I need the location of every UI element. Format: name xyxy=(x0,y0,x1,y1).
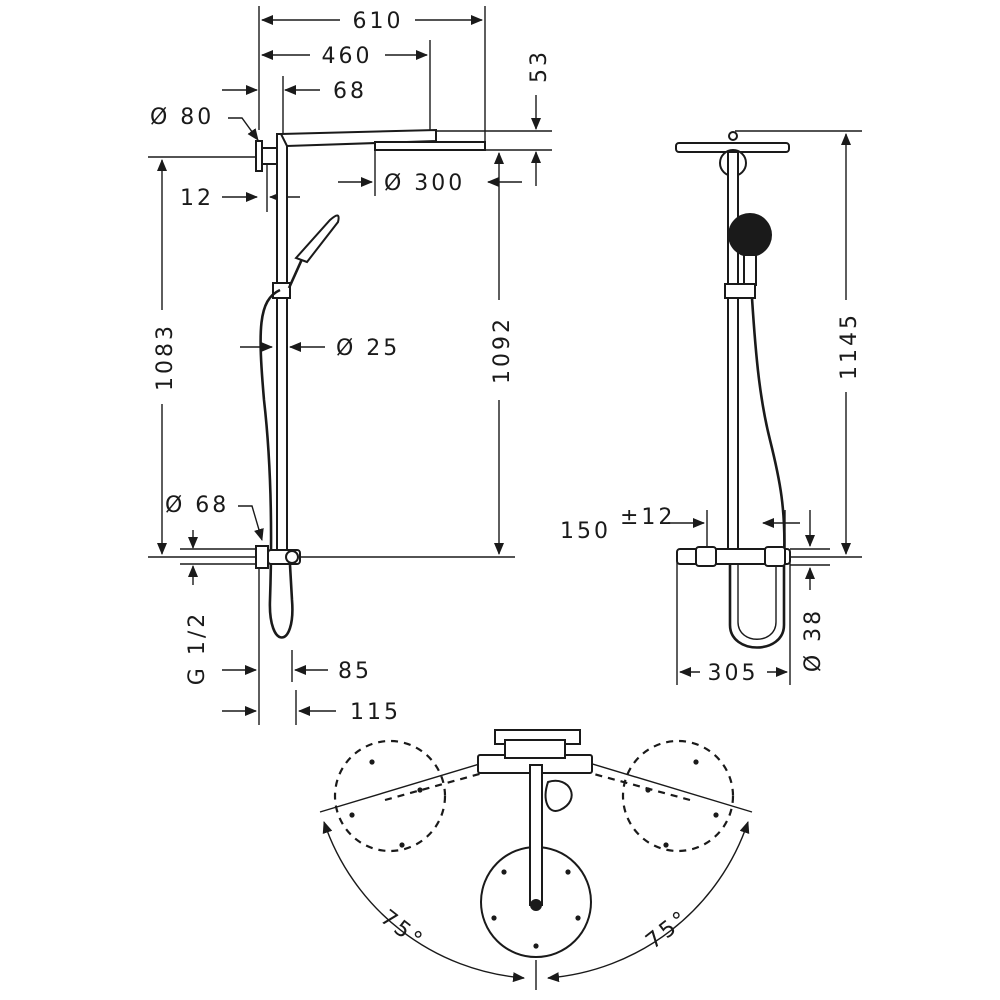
nozzle-dot xyxy=(501,869,507,875)
wall-flange-bottom xyxy=(255,545,269,569)
dim-label-85: 85 xyxy=(338,659,372,684)
overhead-shower-head xyxy=(374,141,486,151)
nozzle-dot xyxy=(369,759,375,765)
nozzle-dot xyxy=(565,869,571,875)
hand-shower-head xyxy=(294,214,340,264)
dim-label-dia-68: Ø 68 xyxy=(165,493,229,518)
dim-label-115: 115 xyxy=(350,700,401,725)
nozzle-dot xyxy=(693,759,699,765)
dim-label-g12: G 1/2 xyxy=(185,611,210,685)
dim-label-dia-300: Ø 300 xyxy=(384,171,465,196)
hose-loop-inner xyxy=(737,564,777,640)
dim-label-1083: 1083 xyxy=(153,323,178,391)
shower-head-position-right xyxy=(621,739,735,853)
shower-head-position-left xyxy=(333,739,447,853)
head-arm-top xyxy=(529,764,543,906)
dim-label-dia-38: Ø 38 xyxy=(801,608,826,672)
mixer-knob xyxy=(285,550,299,564)
dim-label-68: 68 xyxy=(333,79,367,104)
dim-label-610: 610 xyxy=(353,9,404,34)
top-view: 75° 75° xyxy=(319,729,753,990)
nozzle-dot xyxy=(417,787,423,793)
nozzle-dot xyxy=(399,842,405,848)
hand-shower-head xyxy=(728,213,772,257)
shower-hose xyxy=(750,297,786,561)
nozzle-dot xyxy=(645,787,651,793)
nozzle-dot xyxy=(533,943,539,949)
nozzle-dot xyxy=(575,915,581,921)
side-view: 610 460 68 53 Ø 80 12 Ø 300 1083 10 xyxy=(148,6,552,725)
angle-label-right: 75° xyxy=(641,905,694,954)
dim-label-dia-80: Ø 80 xyxy=(150,105,214,130)
dim-label-1145: 1145 xyxy=(837,312,862,380)
shower-hose xyxy=(259,288,294,639)
nozzle-dot xyxy=(713,812,719,818)
dim-label-305: 305 xyxy=(708,661,759,686)
dim-label-53: 53 xyxy=(527,49,552,83)
head-centre xyxy=(530,899,542,911)
shower-system-side xyxy=(255,128,486,639)
mixer-body xyxy=(504,739,566,759)
angle-label-left: 75° xyxy=(375,905,428,954)
hand-shower-holder xyxy=(724,283,756,299)
mixer-knob-right xyxy=(764,546,786,567)
nozzle-dot xyxy=(491,915,497,921)
hose-loop xyxy=(728,564,786,649)
dim-label-460: 460 xyxy=(322,44,373,69)
riser-rail xyxy=(727,151,739,551)
swivel-arc-right xyxy=(547,821,750,983)
riser-rail xyxy=(276,133,288,555)
shower-system-front xyxy=(675,131,791,649)
front-view: 1145 150 ±12 Ø 38 305 xyxy=(560,130,862,686)
dim-label-1092: 1092 xyxy=(490,316,515,384)
swivel-arc-left xyxy=(322,821,525,983)
nozzle-dot xyxy=(349,812,355,818)
dim-label-tolerance: ±12 xyxy=(620,505,675,530)
dim-label-dia-25: Ø 25 xyxy=(336,336,400,361)
hand-shower-handle xyxy=(743,254,757,286)
head-pivot xyxy=(728,131,738,141)
dim-label-12: 12 xyxy=(180,186,214,211)
dim-label-150: 150 xyxy=(560,519,611,544)
mixer-knob-left xyxy=(695,546,717,567)
leader-dia-80 xyxy=(228,117,259,141)
nozzle-dot xyxy=(663,842,669,848)
leader-dia-68 xyxy=(238,505,264,541)
hand-shower-top xyxy=(544,779,573,812)
hand-shower-holder xyxy=(272,282,291,299)
